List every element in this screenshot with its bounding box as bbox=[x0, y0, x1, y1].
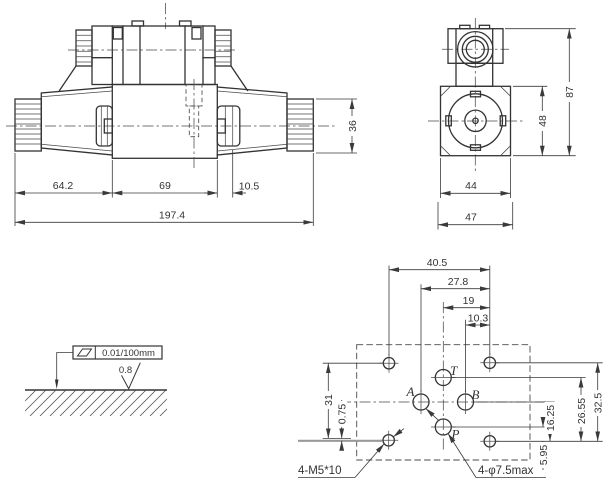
note-mounting-holes: 4-M5*10 bbox=[298, 465, 341, 477]
dim-hole-line-height: 32.5 bbox=[593, 393, 605, 414]
port-a-label: A bbox=[406, 384, 415, 399]
dim-centerline-offset: 19 bbox=[463, 295, 475, 307]
dim-port-a-offset: 27.8 bbox=[448, 276, 469, 288]
terminal-box bbox=[58, 20, 249, 92]
port-holes bbox=[412, 368, 475, 436]
dim-holes-span: 40.5 bbox=[427, 257, 448, 269]
end-knob-right bbox=[286, 98, 314, 152]
mount-notes: 4-M5*10 4-φ7.5max bbox=[298, 408, 546, 478]
end-knob-left bbox=[14, 98, 42, 152]
retaining-nut-right bbox=[216, 105, 241, 147]
mount-left-dimensions: 31 0.75 bbox=[298, 362, 383, 451]
flatness-callout: 0.01/100mm bbox=[54, 345, 163, 389]
mounting-plate bbox=[356, 344, 531, 461]
dim-right-overhang: 10.5 bbox=[239, 181, 260, 193]
port-b-label: B bbox=[472, 387, 480, 402]
dim-solenoid-diameter: 36 bbox=[347, 120, 359, 132]
front-dimensions: 64.2 69 10.5 197.4 36 bbox=[14, 98, 359, 226]
flatness-value: 0.01/100mm bbox=[102, 348, 155, 359]
mount-top-dimensions: 40.5 27.8 19 10.3 bbox=[388, 257, 491, 392]
mount-right-dimensions: 16.25 26.55 32.5 5.95 bbox=[452, 362, 605, 470]
dim-ab-line-height: 16.25 bbox=[545, 405, 557, 431]
surface-hatching bbox=[25, 390, 167, 416]
surface-spec: 0.01/100mm 0.8 bbox=[25, 345, 167, 416]
top-tab-left bbox=[131, 20, 145, 27]
note-port-holes: 4-φ7.5max bbox=[478, 465, 534, 477]
dim-overall-length: 197.4 bbox=[159, 210, 185, 222]
front-view: 64.2 69 10.5 197.4 36 bbox=[6, 3, 359, 226]
conduit-port-outer bbox=[456, 30, 494, 68]
leader-arrow-icon bbox=[54, 379, 59, 389]
cable-connector-left bbox=[75, 29, 93, 67]
dim-port-b-offset: 10.3 bbox=[468, 313, 489, 325]
dim-holes-vertical: 31 bbox=[323, 394, 335, 406]
mounting-view: T A B P 40.5 27.8 19 10.3 31 bbox=[298, 257, 605, 478]
bolt-holes bbox=[379, 353, 500, 451]
roughness-callout: 0.8 bbox=[119, 362, 141, 390]
solenoid-face-circle bbox=[447, 93, 504, 149]
dim-hole-line-offset: 0.75 bbox=[337, 404, 349, 425]
top-tab-right bbox=[178, 20, 192, 27]
retaining-nut-left bbox=[95, 105, 113, 147]
roughness-value: 0.8 bbox=[119, 365, 132, 376]
port-t-label: T bbox=[450, 363, 458, 378]
solenoid-end-face bbox=[439, 85, 512, 157]
conduit-housing bbox=[447, 24, 504, 87]
dim-body-height: 48 bbox=[537, 115, 549, 127]
flatness-symbol-icon bbox=[76, 348, 93, 357]
dim-p-line-offset: 5.95 bbox=[538, 445, 550, 466]
cable-connector-right bbox=[214, 29, 232, 67]
dim-body-length: 69 bbox=[159, 180, 171, 192]
dim-body-width: 44 bbox=[465, 180, 477, 192]
valve-body bbox=[111, 83, 218, 159]
dim-left-solenoid: 64.2 bbox=[53, 180, 74, 192]
dim-overall-height: 87 bbox=[564, 86, 576, 98]
dim-t-line-height: 26.55 bbox=[576, 398, 588, 424]
dim-overall-width: 47 bbox=[465, 212, 477, 224]
hidden-port-feature bbox=[185, 79, 203, 170]
solenoid-housing-right bbox=[216, 86, 288, 156]
side-dimensions: 44 47 48 87 bbox=[437, 28, 576, 230]
roughness-symbol-icon bbox=[121, 362, 141, 390]
side-view: 44 47 48 87 bbox=[428, 18, 576, 230]
